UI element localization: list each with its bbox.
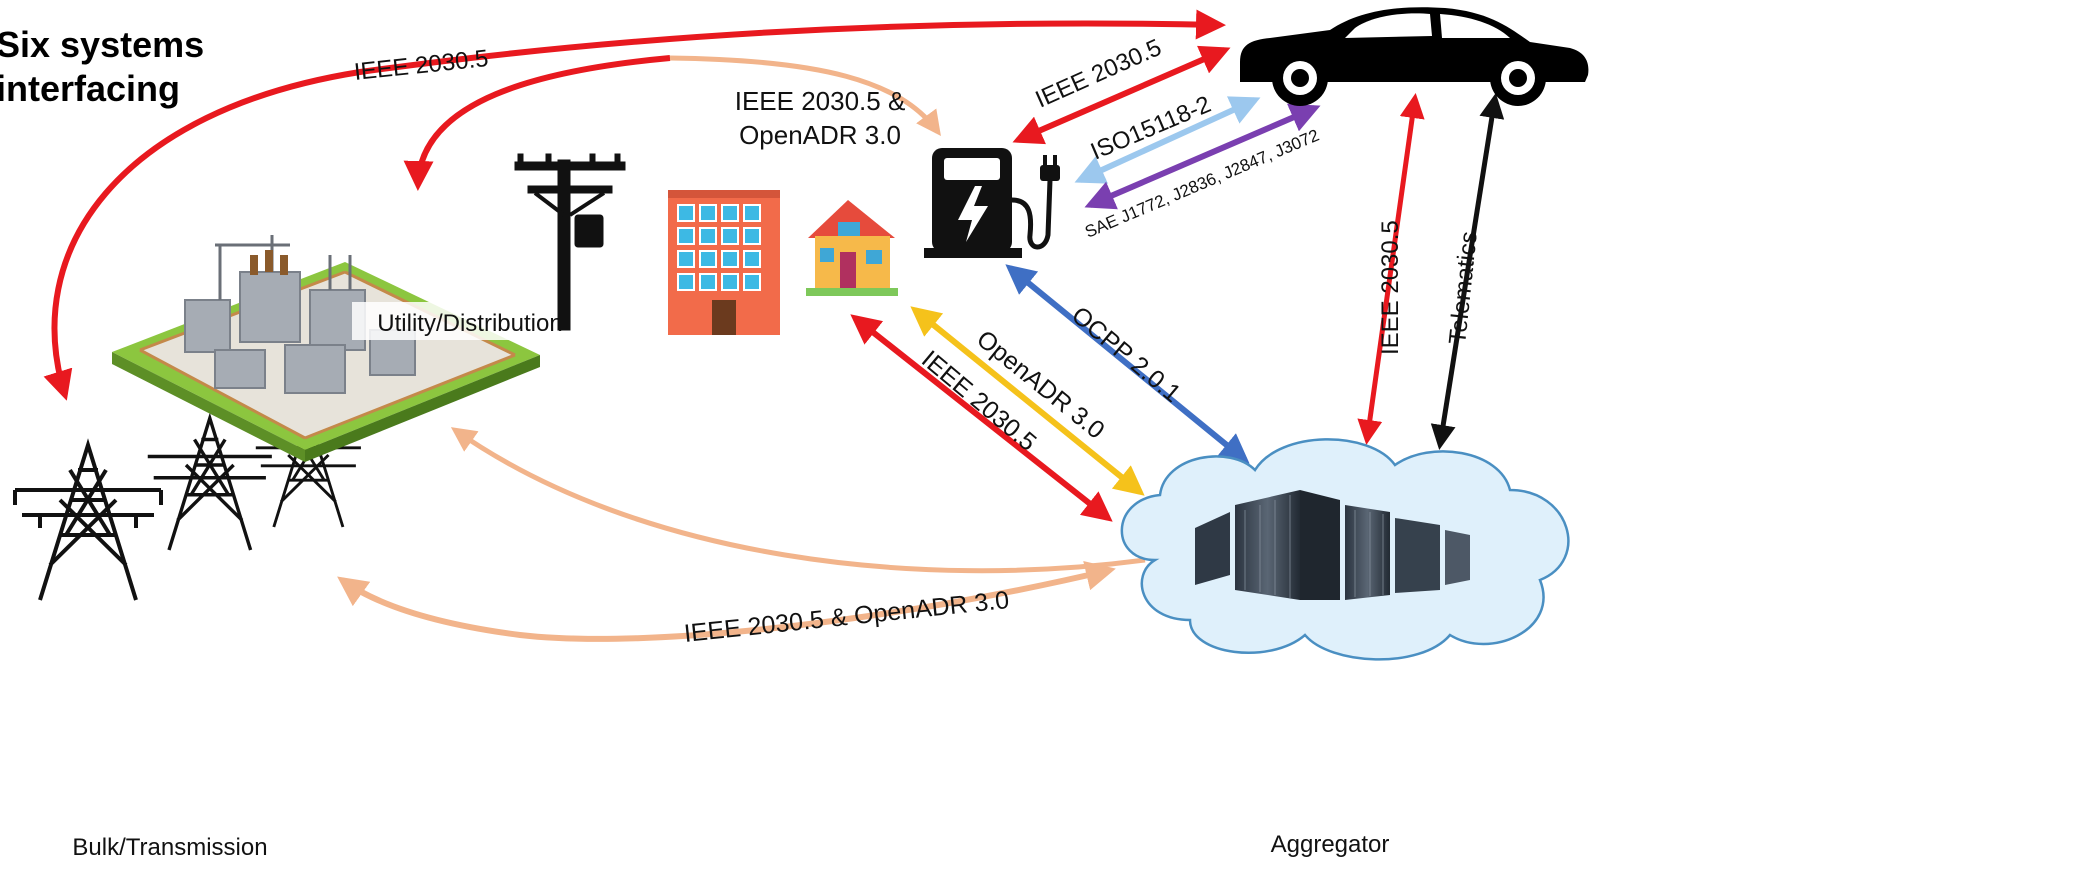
arrow-aggregator-home [850, 314, 1113, 522]
label-aggregator-grid: IEEE 2030.5 & OpenADR 3.0 [683, 586, 1011, 648]
label-grid-ev: IEEE 2030.5 [353, 45, 490, 86]
aggregator-label: Aggregator [1271, 831, 1390, 858]
apartment-building-icon [668, 190, 780, 335]
arrow-grid-distribution [403, 55, 671, 191]
label-aggregator-charger: OCPP 2.0.1 [1066, 301, 1186, 408]
house-icon [806, 200, 898, 296]
utility-pole-icon [514, 153, 626, 331]
label-aggregator-ev-telematics: Telematics [1444, 230, 1483, 346]
transmission-towers-icon [13, 410, 361, 601]
arrow-aggregator-ev-telematics [1430, 93, 1505, 450]
server-racks-icon [1195, 490, 1470, 600]
arrow-charger-ev-sae [1084, 103, 1321, 210]
substation-icon [112, 235, 540, 462]
arrow-aggregator-transmission [337, 560, 1116, 642]
diagram-title-line1: Six systems [0, 24, 204, 65]
label-utility-charger-1: IEEE 2030.5 & [735, 86, 906, 116]
arrow-aggregator-distribution [450, 427, 1146, 574]
distribution-label: Utility/Distribution [377, 310, 562, 337]
distribution-label-bg [352, 302, 592, 340]
arrow-aggregator-ev-ieee [1357, 93, 1425, 445]
label-utility-charger-2: OpenADR 3.0 [739, 120, 901, 150]
label-charger-ev-ieee: IEEE 2030.5 [1031, 34, 1165, 113]
arrow-utility-charger [669, 55, 941, 137]
electric-vehicle-icon [1240, 7, 1589, 106]
ev-charger-icon [924, 148, 1060, 258]
arrow-charger-ev-ieee [1012, 45, 1231, 145]
diagram-title-line2: interfacing [0, 68, 180, 109]
arrow-grid-ev [43, 9, 1226, 401]
transmission-label: Bulk/Transmission [72, 834, 267, 861]
label-aggregator-ev-ieee: IEEE 2030.5 [1377, 220, 1404, 355]
